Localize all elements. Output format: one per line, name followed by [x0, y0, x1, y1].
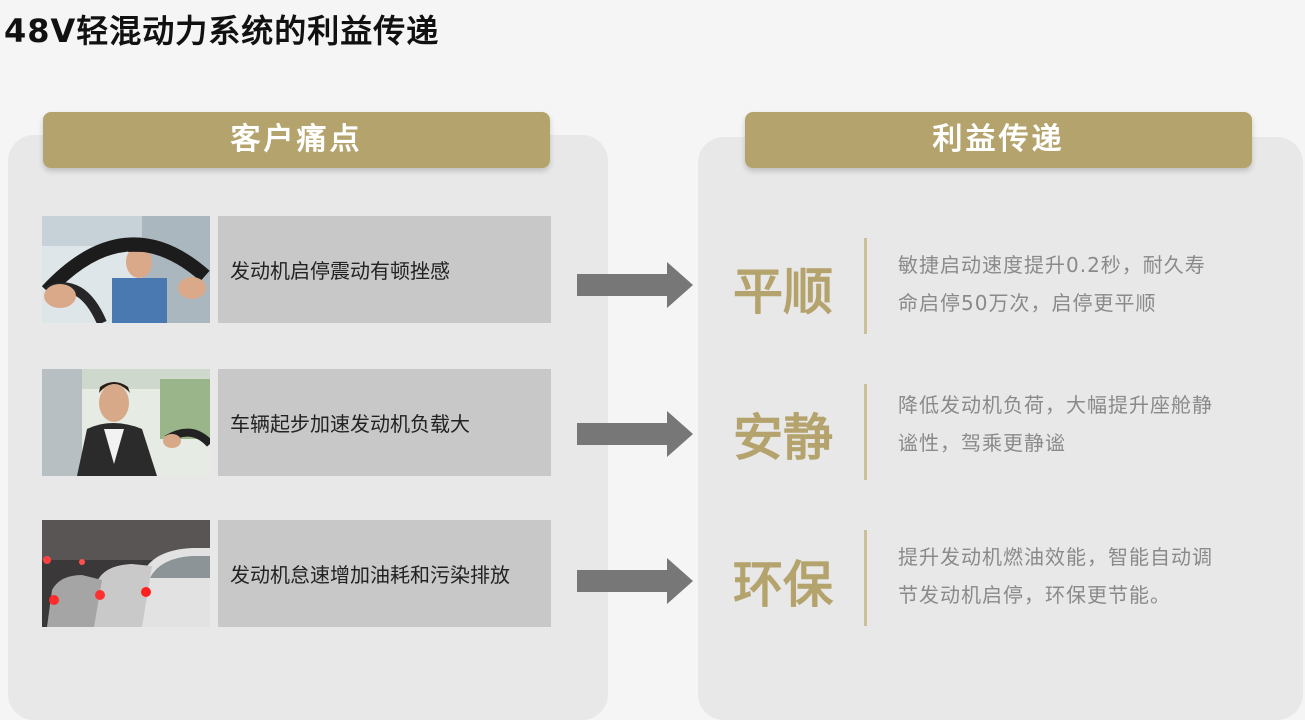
benefit-line: 命启停50万次，启停更平顺	[898, 291, 1157, 315]
right-arrow-icon	[577, 262, 693, 308]
right-arrow-icon	[577, 558, 693, 604]
smiling-driver-photo	[42, 369, 210, 476]
pain-point-2: 车辆起步加速发动机负载大	[218, 369, 551, 476]
benefit-line: 降低发动机负荷，大幅提升座舱静	[898, 393, 1213, 417]
pain-points-header: 客户痛点	[43, 112, 550, 168]
benefit-keyword-smooth: 平顺	[733, 262, 833, 321]
benefit-line: 敏捷启动速度提升0.2秒，耐久寿	[898, 253, 1206, 277]
driver-steering-wheel-photo	[42, 216, 210, 323]
benefits-header: 利益传递	[745, 112, 1252, 168]
benefit-keyword-quiet: 安静	[733, 408, 833, 467]
divider	[864, 530, 867, 626]
benefit-line: 谧性，驾乘更静谧	[898, 431, 1066, 455]
right-arrow-icon	[577, 411, 693, 457]
benefit-description-3: 提升发动机燃油效能，智能自动调 节发动机启停，环保更节能。	[898, 538, 1268, 614]
benefit-description-1: 敏捷启动速度提升0.2秒，耐久寿 命启停50万次，启停更平顺	[898, 246, 1268, 322]
benefit-description-2: 降低发动机负荷，大幅提升座舱静 谧性，驾乘更静谧	[898, 386, 1268, 462]
benefit-line: 提升发动机燃油效能，智能自动调	[898, 545, 1213, 569]
benefit-keyword-eco: 环保	[733, 555, 833, 614]
page-title: 48V轻混动力系统的利益传递	[4, 12, 440, 50]
divider	[864, 384, 867, 480]
traffic-jam-photo	[42, 520, 210, 627]
divider	[864, 238, 867, 334]
pain-point-3: 发动机怠速增加油耗和污染排放	[218, 520, 551, 627]
benefit-line: 节发动机启停，环保更节能。	[898, 583, 1171, 607]
benefits-panel	[698, 137, 1303, 720]
pain-point-1: 发动机启停震动有顿挫感	[218, 216, 551, 323]
